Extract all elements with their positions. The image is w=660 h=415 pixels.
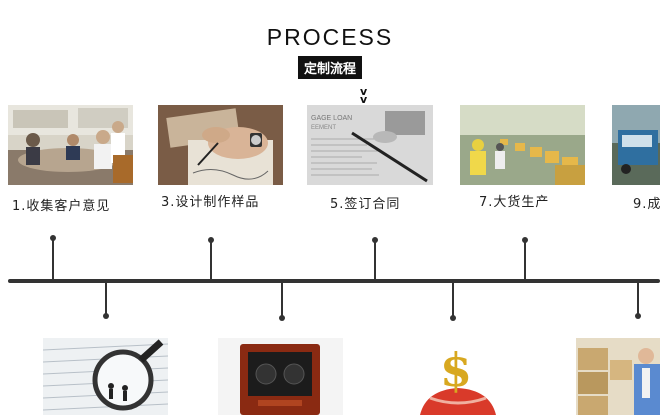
step-label-1: 1.收集客户意见 — [12, 199, 111, 214]
timeline-axis — [8, 279, 660, 283]
timeline-tick — [524, 240, 526, 280]
step-label-3: 3.设计制作样品 — [161, 195, 260, 210]
sketching-photo — [158, 105, 283, 185]
timeline-tick — [210, 240, 212, 280]
page-subtitle: 定制流程 — [297, 56, 363, 79]
page-title: PROCESS — [266, 24, 394, 50]
timeline-marker — [103, 313, 109, 319]
timeline-tick — [452, 283, 454, 317]
magnifier-photo — [43, 338, 168, 415]
truck-photo — [612, 105, 660, 185]
svg-text:EEMENT: EEMENT — [311, 125, 336, 131]
timeline-tick — [105, 283, 107, 315]
step-label-7: 7.大货生产 — [479, 195, 550, 210]
svg-text:GAGE LOAN: GAGE LOAN — [311, 115, 352, 122]
step-label-9: 9.成 — [633, 197, 660, 212]
factory-photo — [460, 105, 585, 185]
timeline-tick — [374, 240, 376, 280]
timeline-tick — [52, 238, 54, 280]
timeline-tick — [637, 283, 639, 315]
contract-photo: GAGE LOAN EEMENT — [307, 105, 433, 185]
warehouse-photo — [576, 338, 660, 415]
svg-text:$: $ — [440, 343, 472, 397]
timeline-marker — [635, 313, 641, 319]
watch-winder-photo — [218, 338, 343, 415]
meeting-photo — [8, 105, 133, 185]
timeline-tick — [281, 283, 283, 317]
dollar-photo: $ — [408, 338, 508, 415]
timeline-marker — [450, 315, 456, 321]
timeline-marker — [279, 315, 285, 321]
step-label-5: 5.签订合同 — [330, 197, 401, 212]
